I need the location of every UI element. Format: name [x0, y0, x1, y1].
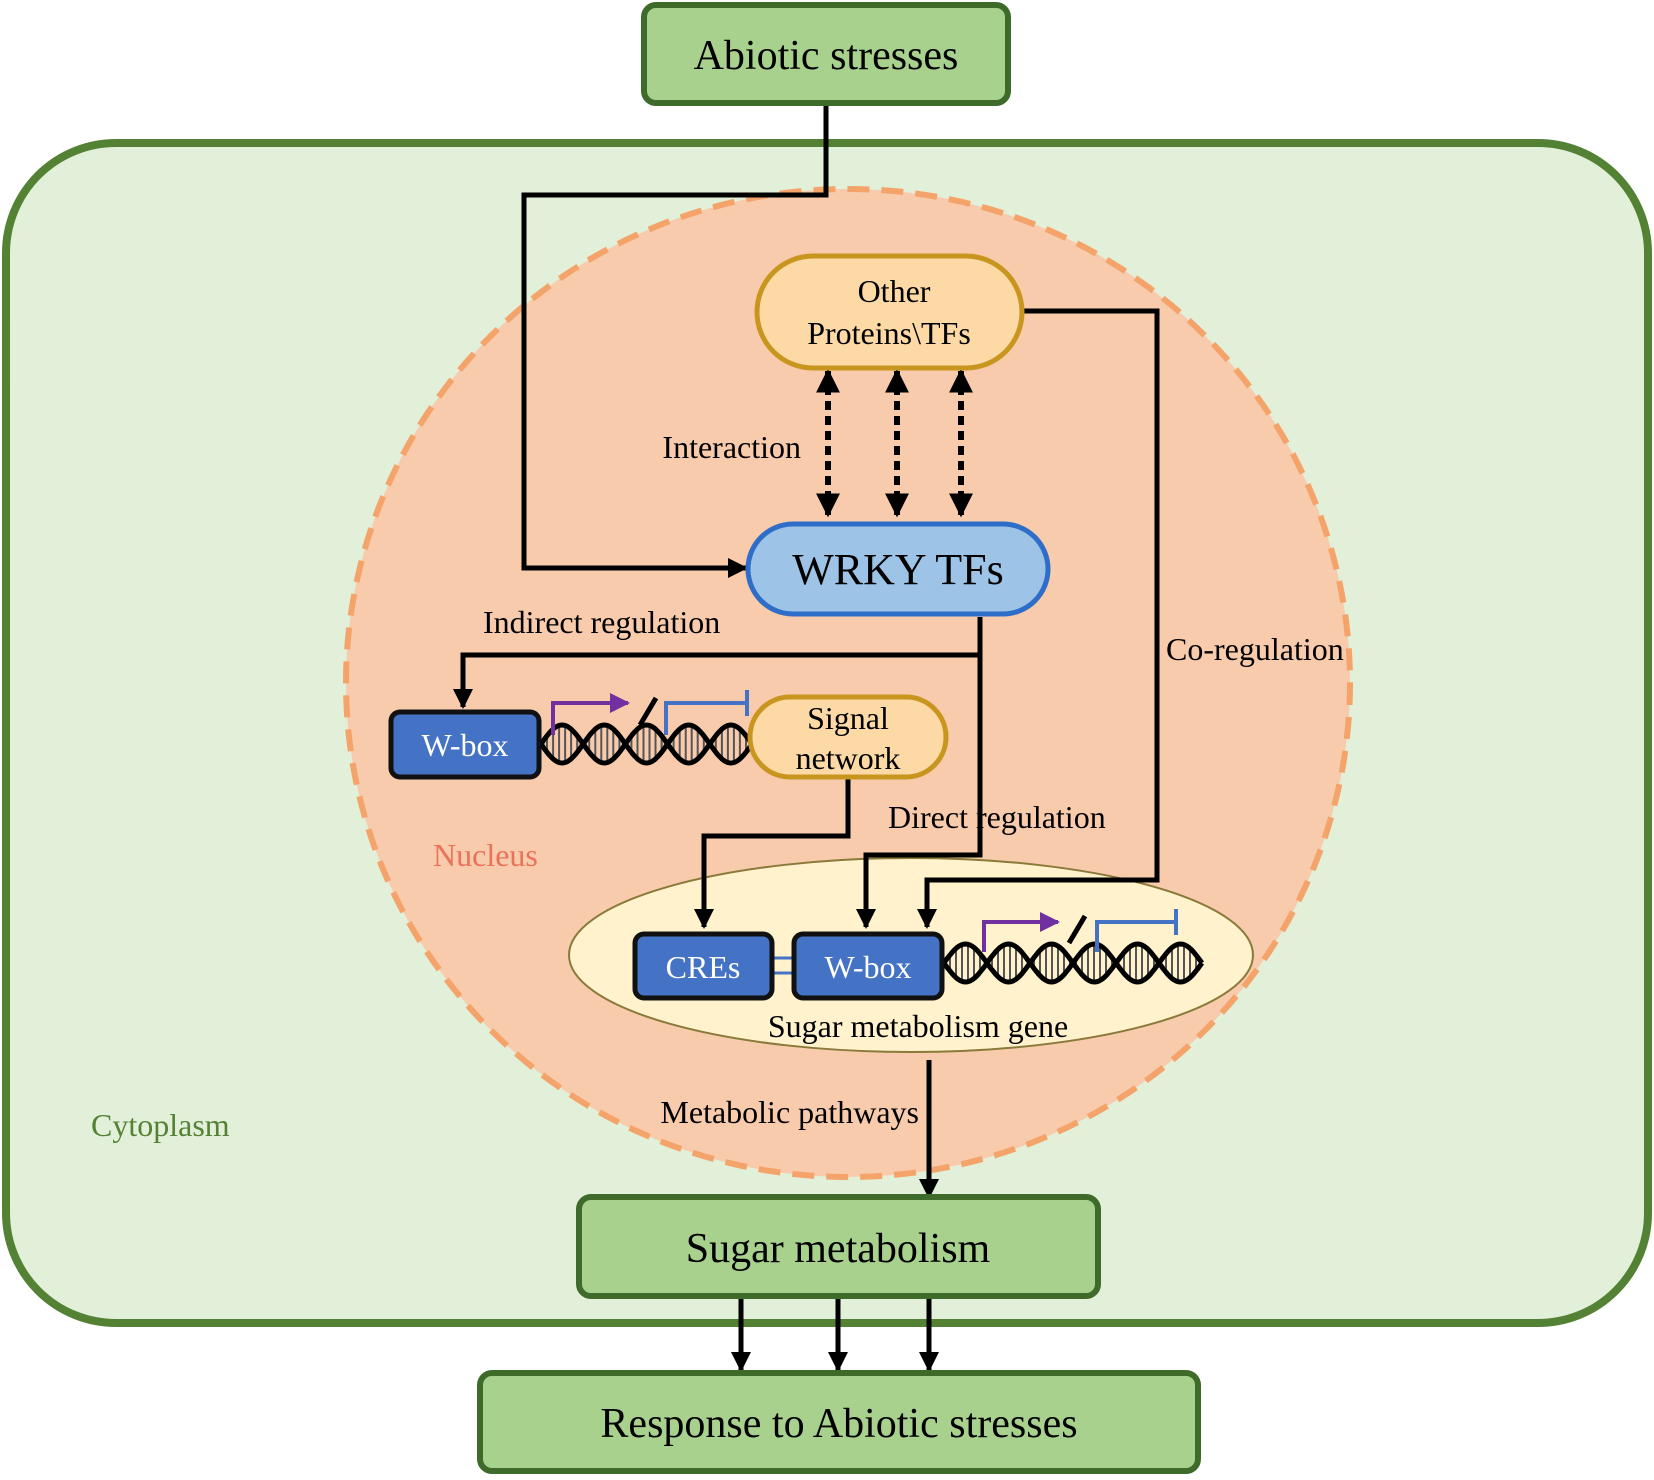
response-label: Response to Abiotic stresses — [600, 1401, 1077, 1447]
wrky-tfs-label: WRKY TFs — [792, 545, 1003, 594]
abiotic-stresses-box — [641, 2, 1011, 106]
co-regulation-label: Co-regulation — [1166, 631, 1344, 667]
wrky-direct-line — [856, 617, 983, 929]
gene-break-mark-indirect — [637, 696, 659, 727]
terminator-mark-direct — [1095, 909, 1178, 952]
nucleus-label: Nucleus — [433, 837, 538, 873]
interaction-label: Interaction — [662, 429, 801, 465]
stress-to-wrky-line — [521, 103, 829, 578]
direct-regulation-label: Direct regulation — [888, 799, 1106, 835]
sugar-metabolism-gene-label: Sugar metabolism gene — [768, 1008, 1068, 1044]
signal-to-cres-line — [694, 775, 851, 929]
cytoplasm-label: Cytoplasm — [91, 1107, 230, 1143]
indirect-regulation-label: Indirect regulation — [483, 604, 720, 640]
sugar-metabolism-box — [576, 1194, 1101, 1299]
gene-break-mark-direct — [1066, 914, 1088, 945]
signal-network-label-1: Signal — [807, 700, 889, 736]
wbox-indirect-box — [388, 709, 542, 780]
dna-helix-indirect — [538, 722, 755, 766]
wrky-indirect-line — [453, 652, 980, 709]
wbox-direct-label: W-box — [824, 949, 911, 985]
metabolic-pathways-label: Metabolic pathways — [660, 1094, 919, 1130]
terminator-mark-indirect — [664, 690, 749, 735]
wrky-tfs-node — [745, 521, 1051, 617]
sugar-metabolism-label: Sugar metabolism — [686, 1226, 991, 1272]
co-regulation-line — [917, 308, 1160, 929]
other-proteins-label-1: Other — [858, 273, 931, 309]
wbox-direct-box — [791, 931, 945, 1001]
signal-network-label-2: network — [796, 740, 901, 776]
abiotic-stresses-label: Abiotic stresses — [694, 33, 959, 79]
promoter-arrow-indirect — [551, 693, 630, 735]
wbox-indirect-label: W-box — [421, 727, 508, 763]
cres-label: CREs — [666, 949, 741, 985]
signal-network-node — [747, 694, 949, 780]
other-proteins-label-2: Proteins\TFs — [807, 315, 971, 351]
dna-helix-direct — [941, 941, 1205, 985]
response-box — [477, 1370, 1201, 1474]
other-proteins-node — [754, 253, 1025, 371]
promoter-arrow-direct — [982, 912, 1060, 952]
cres-box — [632, 931, 775, 1001]
